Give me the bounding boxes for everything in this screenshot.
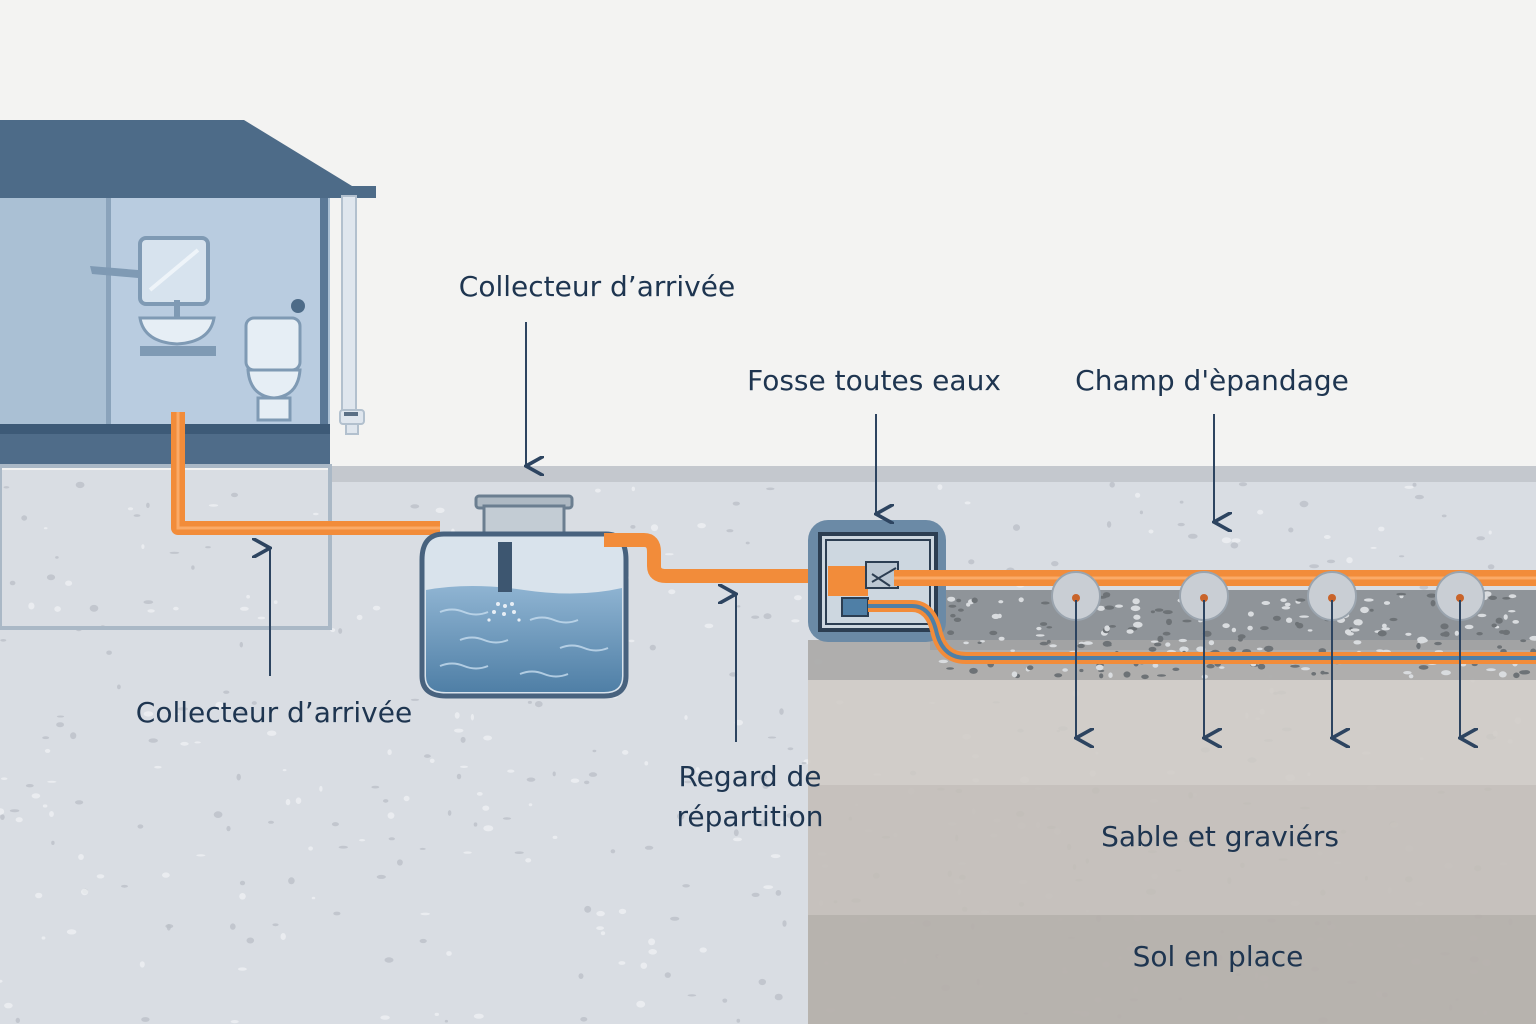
soil-layers xyxy=(808,590,1536,1024)
native-soil-layer xyxy=(808,915,1536,1024)
house-right-wall xyxy=(320,198,328,424)
sink-icon xyxy=(138,300,216,356)
emitter-hole xyxy=(1200,594,1208,602)
label-distribution-box-line1: Regard de xyxy=(678,760,821,793)
septic-tank xyxy=(419,494,629,699)
tank-neck xyxy=(482,504,566,536)
label-native-soil: Sol en place xyxy=(1133,940,1304,973)
tank-water xyxy=(426,586,622,692)
sand-gravel-layer xyxy=(808,785,1536,915)
label-sand-gravel: Sable et graviérs xyxy=(1101,820,1339,853)
mirror-icon xyxy=(138,236,210,306)
tank-inlet-tee xyxy=(498,542,512,592)
emitter-hole xyxy=(1328,594,1336,602)
house-floor-top xyxy=(0,424,330,434)
label-septic-tank: Fosse toutes eaux xyxy=(747,364,1001,397)
ground-surface-line xyxy=(330,466,1536,482)
faucet-icon xyxy=(90,266,138,278)
label-distribution-box-line2: répartition xyxy=(677,800,824,833)
infiltration-arrows xyxy=(1076,600,1460,738)
emitter-hole xyxy=(1456,594,1464,602)
gutter-icon xyxy=(339,195,365,435)
water-ripples xyxy=(439,608,609,678)
house-roof xyxy=(0,120,376,198)
house-wall-divider xyxy=(106,198,111,424)
label-inlet-collector-top: Collecteur d’arrivée xyxy=(459,270,735,303)
toilet-icon xyxy=(244,299,305,422)
house xyxy=(0,120,376,630)
label-inlet-collector-bottom: Collecteur d’arrivée xyxy=(136,696,412,729)
perforation-emitters xyxy=(1051,571,1485,621)
spray-nozzle xyxy=(487,602,521,622)
leader-arrows xyxy=(270,322,1214,742)
emitter-hole xyxy=(1072,594,1080,602)
outlet-pipe xyxy=(604,533,838,583)
label-drain-field: Champ d'èpandage xyxy=(1075,364,1349,397)
house-foundation xyxy=(0,464,332,630)
